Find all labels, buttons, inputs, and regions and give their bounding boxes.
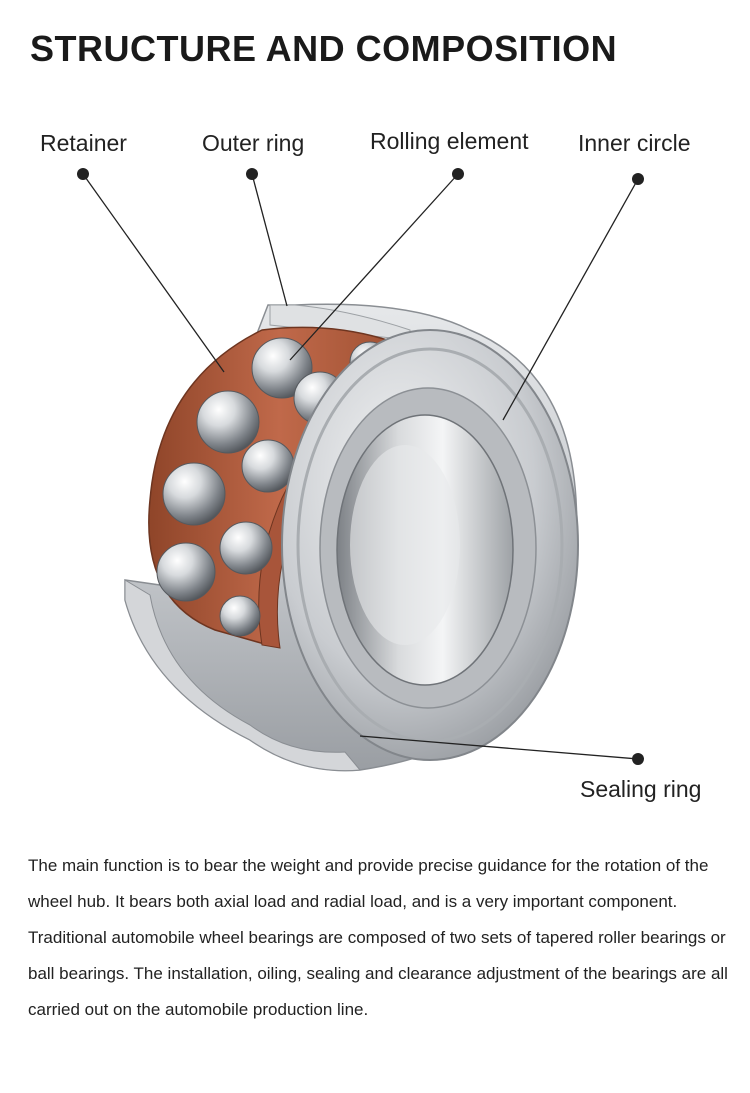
label-retainer: Retainer [40,130,127,156]
dot-sealing-ring [632,753,644,765]
page-title: STRUCTURE AND COMPOSITION [30,28,618,69]
description-paragraph: The main function is to bear the weight … [28,856,728,1019]
dot-inner-circle [632,173,644,185]
label-rolling-element: Rolling element [370,128,529,154]
leader-lines [82,173,639,760]
label-inner-circle: Inner circle [578,130,691,156]
label-sealing-ring: Sealing ring [580,776,702,802]
inner-ring-face [281,329,579,761]
dot-retainer [77,168,89,180]
label-outer-ring: Outer ring [202,130,305,156]
sealing-ring-shape [124,579,361,772]
leader-dots [77,168,644,765]
bearing-diagram [77,168,644,772]
dot-outer-ring [246,168,258,180]
dot-rolling-element [452,168,464,180]
